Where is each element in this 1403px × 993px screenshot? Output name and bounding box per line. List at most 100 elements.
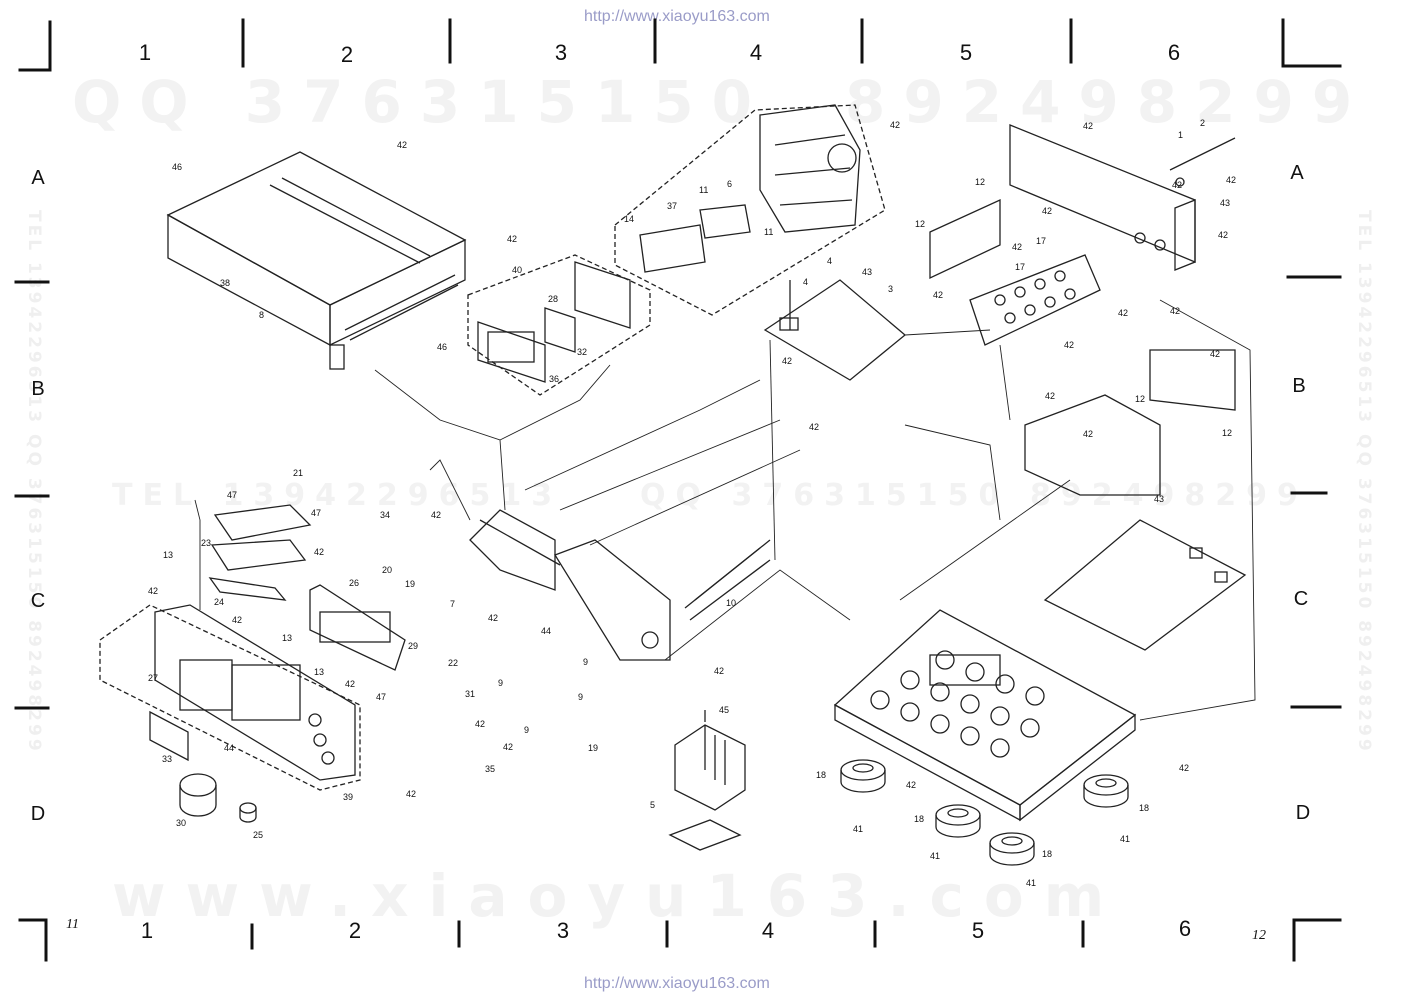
foot — [1083, 774, 1129, 808]
row-label-right: C — [1293, 588, 1309, 610]
callout: 43 — [1220, 198, 1230, 208]
callout: 26 — [349, 578, 359, 588]
callout: 9 — [578, 692, 583, 702]
callout: 42 — [475, 719, 485, 729]
column-label-bottom: 2 — [348, 918, 362, 943]
callout: 24 — [214, 597, 224, 607]
callout: 44 — [224, 743, 234, 753]
small-knob — [239, 802, 257, 823]
callout: 3 — [888, 284, 893, 294]
callout: 42 — [1083, 429, 1093, 439]
callout: 42 — [397, 140, 407, 150]
callout: 42 — [1179, 763, 1189, 773]
callout: 43 — [1154, 494, 1164, 504]
callout: 11 — [764, 227, 773, 237]
callout: 42 — [1118, 308, 1128, 318]
callout: 35 — [485, 764, 495, 774]
callout: 42 — [148, 586, 158, 596]
rear-panel — [1009, 124, 1236, 271]
callout: 47 — [376, 692, 386, 702]
callout: 42 — [406, 789, 416, 799]
callout: 32 — [577, 347, 587, 357]
callout: 42 — [714, 666, 724, 676]
callout: 12 — [915, 219, 925, 229]
column-label-bottom: 3 — [556, 918, 570, 943]
top-url[interactable]: http://www.xiaoyu163.com — [584, 8, 770, 25]
bottom-url[interactable]: http://www.xiaoyu163.com — [584, 975, 770, 992]
callout: 22 — [448, 658, 458, 668]
callout: 42 — [1170, 306, 1180, 316]
callout: 42 — [1210, 349, 1220, 359]
callout: 17 — [1015, 262, 1025, 272]
callout: 42 — [232, 615, 242, 625]
callout: 5 — [650, 800, 655, 810]
column-label-top: 6 — [1167, 40, 1181, 65]
callout: 19 — [405, 579, 415, 589]
callout: 4 — [827, 256, 832, 266]
front-panel — [154, 604, 356, 781]
watermark-phone-top: 892498299 — [845, 68, 1371, 136]
callout: 29 — [408, 641, 418, 651]
callout: 17 — [1036, 236, 1046, 246]
callout: 44 — [541, 626, 551, 636]
callout: 13 — [282, 633, 292, 643]
row-label-left: A — [31, 167, 45, 189]
shafts — [684, 539, 771, 621]
main-chassis — [833, 609, 1137, 822]
panel-plate — [149, 710, 189, 762]
switch-board-upper — [213, 504, 312, 541]
watermark-phone-mid: 892498299 — [1030, 478, 1308, 513]
front-control-chassis — [469, 509, 671, 661]
callout: 12 — [975, 177, 985, 187]
callout: 30 — [176, 818, 186, 828]
callout: 42 — [890, 120, 900, 130]
column-label-top: 3 — [554, 40, 568, 65]
callout: 42 — [314, 547, 324, 557]
callout: 20 — [382, 565, 392, 575]
callout: 9 — [498, 678, 503, 688]
callout: 1 — [1178, 130, 1183, 140]
callout: 42 — [782, 356, 792, 366]
callout: 18 — [1042, 849, 1052, 859]
callout: 41 — [1026, 878, 1036, 888]
callout: 40 — [512, 265, 522, 275]
volume-knob — [179, 773, 217, 817]
column-label-bottom: 5 — [971, 918, 985, 943]
callout: 42 — [809, 422, 819, 432]
callout: 13 — [314, 667, 324, 677]
callout: 23 — [201, 538, 211, 548]
callout: 43 — [862, 267, 872, 277]
callout: 8 — [259, 310, 264, 320]
callout: 11 — [699, 185, 708, 195]
callout: 18 — [1139, 803, 1149, 813]
corner-mark-bottom-left — [18, 918, 48, 962]
callout: 42 — [1042, 206, 1052, 216]
top-cover — [166, 151, 467, 370]
callout: 2 — [1200, 118, 1205, 128]
front-panel-dashed-outline — [99, 604, 361, 791]
column-label-top: 2 — [340, 42, 354, 67]
switch-board-lower — [210, 539, 307, 571]
callout: 25 — [253, 830, 263, 840]
callout: 37 — [667, 201, 677, 211]
row-label-right: A — [1290, 162, 1304, 184]
row-label-left: D — [30, 803, 46, 825]
callout: 42 — [1218, 230, 1228, 240]
callout: 42 — [507, 234, 517, 244]
callout: 13 — [163, 550, 173, 560]
corner-mark-bottom-right — [1292, 918, 1342, 962]
column-label-bottom: 6 — [1178, 916, 1192, 941]
callout: 38 — [220, 278, 230, 288]
callout: 36 — [549, 374, 559, 384]
row-label-left: C — [30, 590, 46, 612]
callout: 42 — [1172, 180, 1182, 190]
callout: 6 — [727, 179, 732, 189]
column-label-top: 1 — [138, 40, 152, 65]
callout: 47 — [227, 490, 237, 500]
cassette-mechanism — [759, 104, 861, 233]
callout: 21 — [293, 468, 303, 478]
callout: 10 — [726, 598, 736, 608]
row-label-right: D — [1295, 802, 1311, 824]
